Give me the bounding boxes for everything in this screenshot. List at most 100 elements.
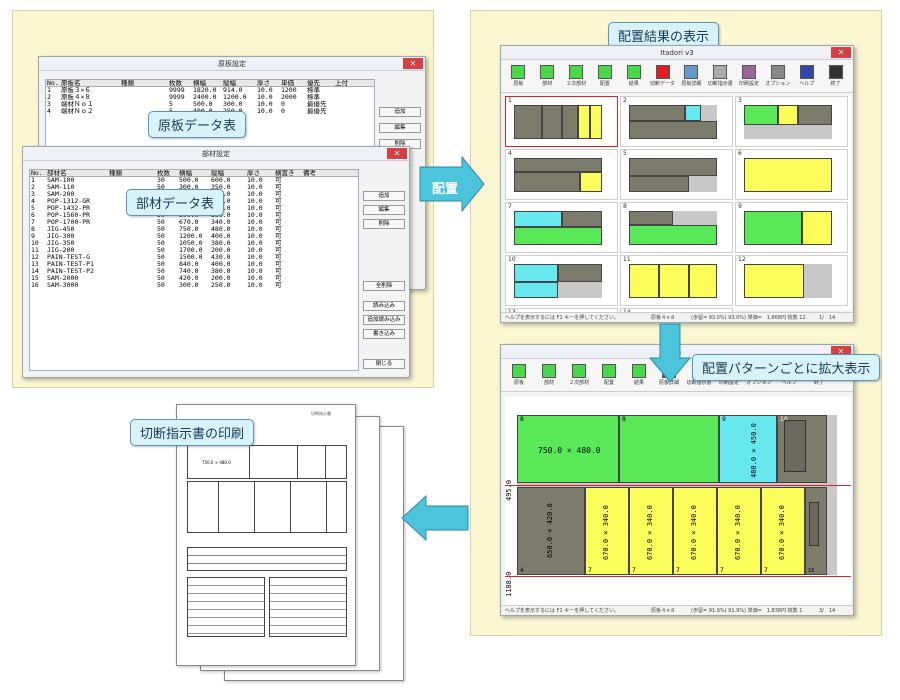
result-cell[interactable]: 2: [620, 96, 733, 147]
table-cell: 可: [275, 254, 282, 261]
result-cell[interactable]: 11: [620, 255, 733, 306]
toolbar-button[interactable]: 切断指示書: [707, 63, 734, 90]
result-cell[interactable]: 8: [620, 202, 733, 253]
toolbar-button[interactable]: 配置: [595, 362, 623, 389]
toolbar-button-label: 部材: [543, 380, 554, 386]
result-piece: [578, 105, 590, 139]
toolbar-button[interactable]: 部材: [535, 362, 563, 389]
parts-close-button[interactable]: 閉じる: [363, 359, 405, 369]
parts-delete-all-button[interactable]: 全削除: [363, 281, 405, 291]
parts-window-close-button[interactable]: ✕: [387, 148, 407, 159]
toolbar-icon: [626, 65, 641, 79]
zoom-status-ratio: (歩留= 91.9%( 91.9%) 単価= 1,838円 枚数 1: [691, 608, 803, 614]
toolbar-button[interactable]: 原板: [505, 362, 533, 389]
result-cell-board: [514, 264, 602, 298]
table-cell: 740.0: [179, 268, 199, 275]
result-cell[interactable]: 9: [735, 202, 848, 253]
toolbar-button[interactable]: ２次部材: [563, 63, 590, 90]
table-cell: 480.0: [211, 226, 231, 233]
toolbar-button[interactable]: 原板: [505, 63, 532, 90]
table-cell: 端材Ｎｏ１: [61, 101, 94, 108]
table-cell: 300.0: [179, 282, 199, 289]
result-status-board: 原板４×８: [651, 315, 676, 321]
result-cell[interactable]: 6: [735, 149, 848, 200]
toolbar-button-label: 印刷設定: [718, 380, 739, 386]
parts-load-button[interactable]: 読み込み: [363, 301, 405, 311]
result-status-ratio: (歩留= 93.0%( 93.0%) 単価= 1,868円 枚数 12: [691, 315, 806, 321]
result-cell[interactable]: 4: [505, 149, 618, 200]
parts-edit-button[interactable]: 編集: [363, 205, 405, 215]
zoom-piece-cyan: 9 480.0 × 450.0: [719, 415, 777, 483]
zoom-arrow-shape: [648, 323, 692, 383]
result-cell[interactable]: 5: [620, 149, 733, 200]
toolbar-icon: [511, 65, 526, 79]
toolbar-button[interactable]: 原板詳細: [678, 63, 705, 90]
print-row-divider: [326, 482, 327, 532]
toolbar-button[interactable]: 部材: [534, 63, 561, 90]
table-cell: 200.0: [211, 247, 231, 254]
result-cell-board: [514, 158, 602, 192]
table-cell: 10.0: [257, 101, 273, 108]
toolbar-icon: [770, 65, 785, 79]
zoom-cut-line-bottom: [505, 576, 851, 577]
result-window-close-button[interactable]: ✕: [831, 47, 851, 58]
print-row-divider: [254, 482, 255, 532]
toolbar-button[interactable]: 結果: [625, 362, 653, 389]
toolbar-button[interactable]: ２次部材: [565, 362, 593, 389]
toolbar-button[interactable]: 印刷設定: [736, 63, 763, 90]
toolbar-button[interactable]: オプション: [764, 63, 791, 90]
result-cell[interactable]: 10: [505, 255, 618, 306]
toolbar-button[interactable]: ヘルプ: [793, 63, 820, 90]
table-cell: 14: [31, 268, 39, 275]
table-cell: 10.0: [247, 191, 263, 198]
parts-add-button[interactable]: 追加: [363, 191, 405, 201]
table-cell: 可: [275, 198, 282, 205]
print-piece: 750.0 × 480.0: [188, 446, 250, 478]
result-cell[interactable]: 3: [735, 96, 848, 147]
result-cell[interactable]: 1: [505, 96, 618, 147]
table-cell: 3: [47, 101, 51, 108]
table-header-cell: 種類: [109, 170, 122, 176]
toolbar-button[interactable]: 終了: [822, 63, 849, 90]
toolbar-button[interactable]: 配置: [591, 63, 618, 90]
table-cell: 50: [157, 261, 165, 268]
stock-edit-button[interactable]: 編集: [379, 123, 421, 133]
result-piece: [689, 264, 717, 298]
parts-append-load-button[interactable]: 追加読み込み: [363, 315, 405, 325]
toolbar-button[interactable]: 切断データ: [649, 63, 676, 90]
table-cell: 可: [275, 233, 282, 240]
stock-add-button[interactable]: 追加: [379, 107, 421, 117]
result-cell[interactable]: 12: [735, 255, 848, 306]
zoom-window-close-button[interactable]: ✕: [831, 346, 851, 357]
parts-delete-button[interactable]: 削除: [363, 219, 405, 229]
table-cell: 50: [157, 275, 165, 282]
table-cell: 可: [275, 219, 282, 226]
toolbar-button-label: 部材: [542, 81, 553, 87]
result-cell[interactable]: 7: [505, 202, 618, 253]
toolbar-icon: [713, 65, 728, 79]
result-cell-board: [744, 158, 832, 192]
table-cell: 340.0: [211, 219, 231, 226]
result-cell-board: [514, 105, 602, 139]
table-header-cell: 原板名: [61, 80, 81, 86]
print-piece: [250, 446, 298, 478]
table-cell: [108, 254, 156, 261]
stock-window-close-button[interactable]: ✕: [403, 58, 423, 69]
parts-save-button[interactable]: 書き込み: [363, 329, 405, 339]
toolbar-button[interactable]: 結果: [620, 63, 647, 90]
